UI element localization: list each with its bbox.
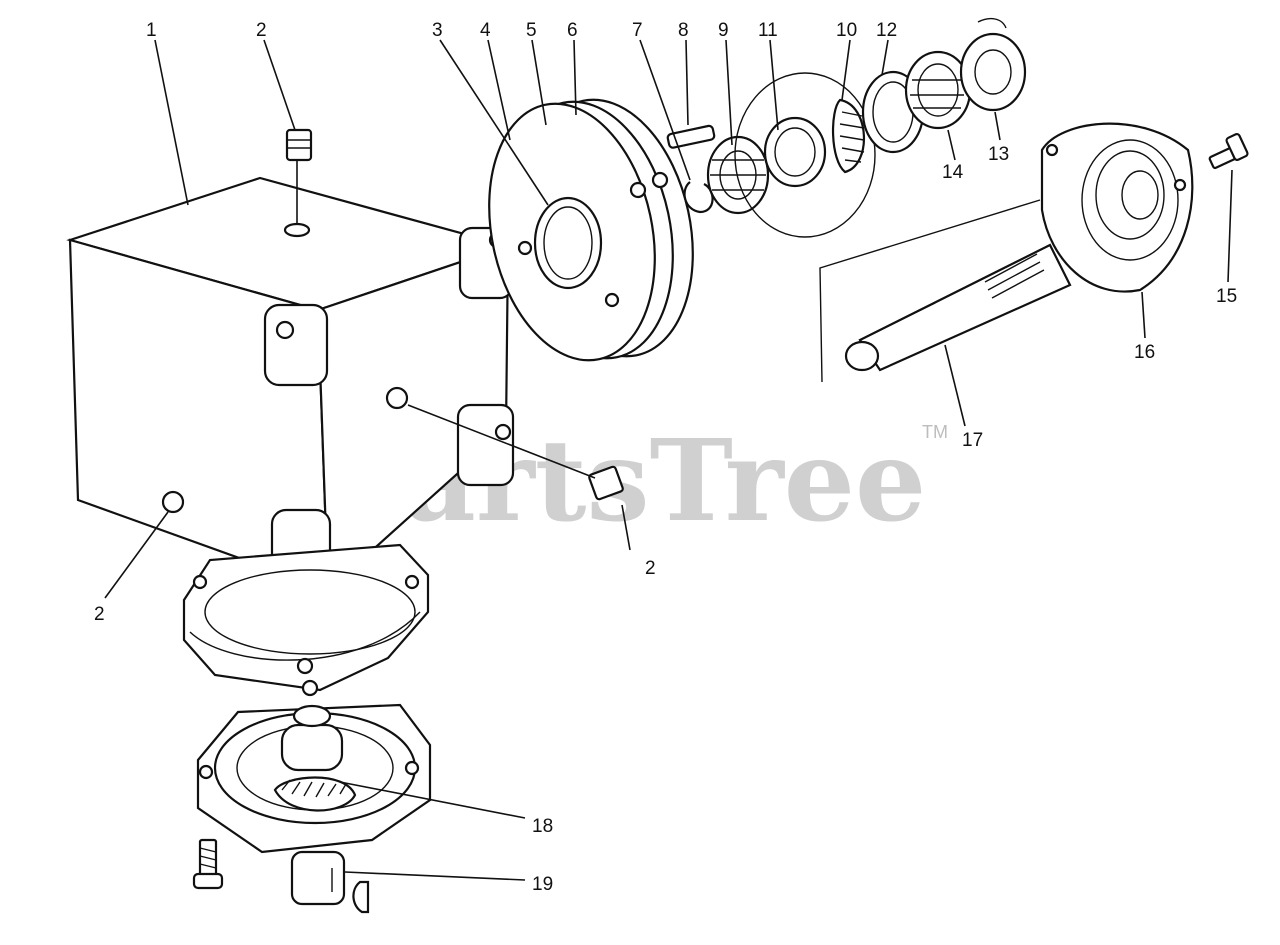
callout-7: 7	[632, 20, 643, 41]
callout-1: 1	[146, 20, 157, 41]
side-flange-plates	[488, 98, 694, 362]
callout-12: 12	[876, 20, 897, 41]
watermark-trademark: TM	[922, 422, 948, 442]
callout-2-left: 2	[94, 604, 105, 625]
callout-10: 10	[836, 20, 857, 41]
bearing-cone-14	[904, 50, 972, 130]
woodruff-key	[352, 880, 370, 914]
callout-11: 11	[758, 20, 778, 41]
callout-16: 16	[1134, 342, 1155, 363]
callout-19: 19	[532, 874, 553, 895]
callout-8: 8	[678, 20, 689, 41]
output-shaft-17	[819, 199, 1072, 383]
setscrew-side	[588, 465, 624, 501]
end-cover-16	[1040, 122, 1194, 293]
callout-5: 5	[526, 20, 537, 41]
callout-15: 15	[1216, 286, 1237, 307]
gear-part-10	[734, 72, 876, 238]
bottom-cover-gear-assembly	[196, 703, 432, 906]
callout-6: 6	[567, 20, 578, 41]
oil-seal-13	[959, 32, 1027, 112]
callout-2-top: 2	[256, 20, 267, 41]
small-part-outline	[977, 17, 1007, 29]
bearing-cone-9	[706, 135, 770, 215]
bearing-cup-11	[763, 116, 827, 188]
callout-9: 9	[718, 20, 729, 41]
callout-labels: 1 2 3 4 5 6 7 8 9 11 10 12 14 13 15 16 1…	[94, 20, 1237, 895]
bottom-gasket-stack	[182, 543, 430, 697]
callout-2-right: 2	[645, 558, 656, 579]
callout-4: 4	[480, 20, 491, 41]
callout-14: 14	[942, 162, 964, 183]
key-part-8	[666, 124, 716, 149]
setscrew-top	[285, 128, 313, 162]
callout-3: 3	[432, 20, 443, 41]
callout-17: 17	[962, 430, 983, 451]
bottom-bolt	[192, 838, 224, 890]
screw-15	[1208, 133, 1249, 170]
leader-lines	[104, 39, 1233, 881]
callout-18: 18	[532, 816, 553, 837]
callout-13: 13	[988, 144, 1009, 165]
